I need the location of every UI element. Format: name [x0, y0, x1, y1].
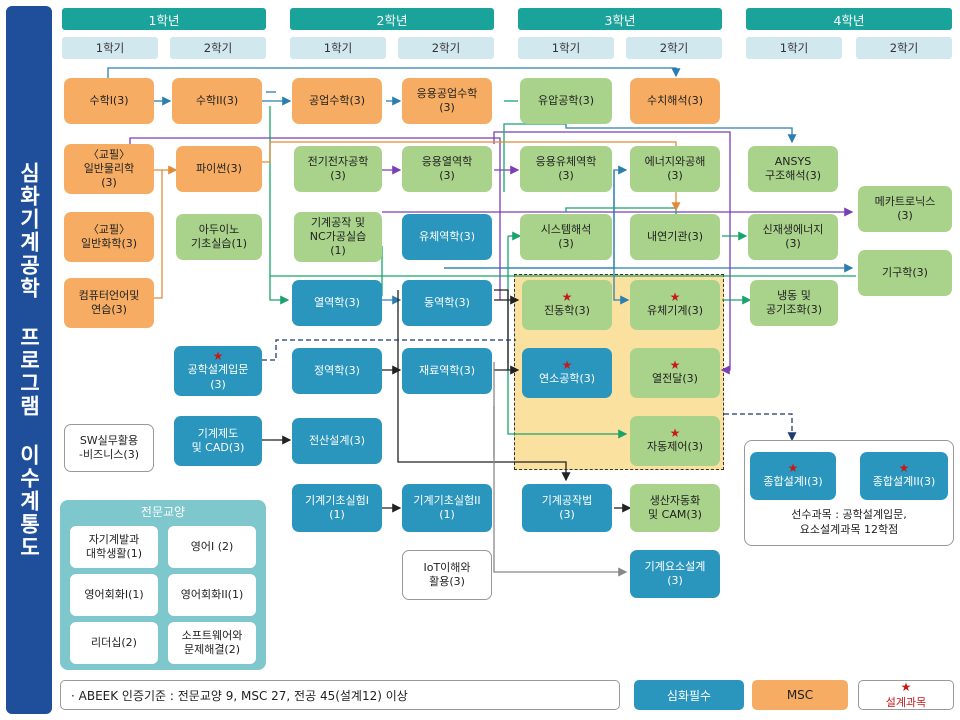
course-numerical-analysis[interactable]: 수치해석(3) [630, 78, 720, 124]
year-header-2: 2학년 [290, 8, 494, 30]
course-mechanics-of-materials[interactable]: 재료역학(3) [402, 348, 492, 394]
course-math1[interactable]: 수학I(3) [64, 78, 154, 124]
abeek-criteria-note: · ABEEK 인증기준 : 전문교양 9, MSC 27, 전공 45(설계1… [60, 680, 620, 710]
course-applied-engineering-math[interactable]: 응용공업수학 (3) [402, 78, 492, 124]
semester-2-1: 1학기 [290, 37, 386, 59]
course-general-physics[interactable]: 〈교필〉 일반물리학 (3) [64, 144, 154, 194]
legend-core: 심화필수 [634, 680, 744, 710]
course-iot[interactable]: IoT이해와 활용(3) [402, 550, 492, 600]
semester-1-1: 1학기 [62, 37, 158, 59]
year-header-1: 1학년 [62, 8, 266, 30]
course-hydraulics[interactable]: 유압공학(3) [520, 78, 612, 124]
course-combustion-engineering[interactable]: ★연소공학(3) [522, 348, 612, 398]
year-header-4: 4학년 [746, 8, 952, 30]
program-title-bar: 심화기계공학 프로그램 이수계통도 [6, 6, 52, 714]
program-title: 심화기계공학 프로그램 이수계통도 [17, 161, 41, 559]
legend-msc: MSC [752, 680, 848, 710]
general-course[interactable]: 영어I (2) [168, 526, 256, 568]
general-course[interactable]: 자기계발과 대학생활(1) [70, 526, 158, 568]
course-drafting-cad[interactable]: 기계제도 및 CAD(3) [174, 416, 262, 466]
design-star-icon: ★ [898, 461, 910, 476]
course-electrical-electronics[interactable]: 전기전자공학 (3) [294, 146, 382, 192]
course-fluid-machinery[interactable]: ★유체기계(3) [630, 280, 720, 330]
design-star-icon: ★ [669, 290, 681, 305]
general-education-title: 전문교양 [140, 504, 186, 519]
course-statics[interactable]: 정역학(3) [292, 348, 382, 394]
semester-2-2: 2학기 [398, 37, 494, 59]
design-star-icon: ★ [900, 679, 912, 694]
semester-4-1: 1학기 [746, 37, 842, 59]
design-star-icon: ★ [669, 358, 681, 373]
course-engineering-design-intro[interactable]: ★공학설계입문 (3) [174, 346, 262, 396]
course-python[interactable]: 파이썬(3) [176, 146, 262, 192]
legend-design-label: 설계과목 [885, 695, 927, 709]
course-dynamics[interactable]: 동역학(3) [402, 280, 492, 326]
course-lab1[interactable]: 기계기초실험I (1) [292, 484, 382, 532]
design-star-icon: ★ [561, 358, 573, 373]
course-manufacturing-process[interactable]: 기계공작법 (3) [522, 484, 612, 532]
course-heat-transfer[interactable]: ★열전달(3) [630, 348, 720, 398]
course-production-automation-cam[interactable]: 생산자동화 및 CAM(3) [630, 484, 720, 532]
legend-design: ★ 설계과목 [858, 680, 954, 710]
semester-1-2: 2학기 [170, 37, 266, 59]
course-computer-programming[interactable]: 컴퓨터언어및 연습(3) [64, 278, 154, 328]
semester-4-2: 2학기 [856, 37, 952, 59]
course-energy-pollution[interactable]: 에너지와공해 (3) [630, 146, 720, 192]
course-fluid-mechanics[interactable]: 유체역학(3) [402, 214, 492, 260]
semester-3-1: 1학기 [518, 37, 614, 59]
design-star-icon: ★ [669, 426, 681, 441]
design-star-icon: ★ [787, 461, 799, 476]
course-mechanisms[interactable]: 기구학(3) [858, 250, 952, 296]
semester-3-2: 2학기 [626, 37, 722, 59]
course-applied-thermodynamics[interactable]: 응용열역학 (3) [402, 146, 492, 192]
course-math2[interactable]: 수학II(3) [172, 78, 262, 124]
course-nc-machining-practice[interactable]: 기계공작 및 NC가공실습 (1) [294, 212, 382, 262]
course-sw-business[interactable]: SW실무활용 -비즈니스(3) [64, 424, 154, 472]
course-lab2[interactable]: 기계기초실험II (1) [402, 484, 492, 532]
course-mechatronics[interactable]: 메카트로닉스 (3) [858, 186, 952, 232]
general-course[interactable]: 리더십(2) [70, 622, 158, 664]
course-capstone1[interactable]: ★종합설계I(3) [750, 452, 836, 500]
course-ansys[interactable]: ANSYS 구조해석(3) [748, 146, 838, 192]
course-automatic-control[interactable]: ★자동제어(3) [630, 416, 720, 466]
course-engineering-math[interactable]: 공업수학(3) [292, 78, 382, 124]
course-applied-fluid-mechanics[interactable]: 응용유체역학 (3) [520, 146, 612, 192]
course-arduino[interactable]: 아두이노 기초실습(1) [176, 214, 262, 260]
design-star-icon: ★ [212, 349, 224, 364]
year-header-3: 3학년 [518, 8, 722, 30]
design-star-icon: ★ [561, 290, 573, 305]
course-capstone2[interactable]: ★종합설계II(3) [860, 452, 948, 500]
general-course[interactable]: 영어회화I(1) [70, 574, 158, 616]
course-thermodynamics[interactable]: 열역학(3) [292, 280, 382, 326]
course-internal-combustion-engine[interactable]: 내연기관(3) [630, 214, 720, 260]
course-computer-aided-design[interactable]: 전산설계(3) [292, 418, 382, 464]
capstone-prerequisite-note: 선수과목 : 공학설계입문, 요소설계과목 12학점 [791, 508, 907, 536]
general-course[interactable]: 영어회화II(1) [168, 574, 256, 616]
course-vibration[interactable]: ★진동학(3) [522, 280, 612, 330]
course-refrigeration-hvac[interactable]: 냉동 및 공기조화(3) [750, 280, 838, 326]
course-system-analysis[interactable]: 시스템해석 (3) [520, 214, 612, 260]
course-renewable-energy[interactable]: 신재생에너지 (3) [748, 214, 838, 260]
general-course[interactable]: 소프트웨어와 문제해결(2) [168, 622, 256, 664]
course-machine-element-design[interactable]: 기계요소설계 (3) [630, 550, 720, 598]
course-general-chemistry[interactable]: 〈교필〉 일반화학(3) [64, 212, 154, 262]
